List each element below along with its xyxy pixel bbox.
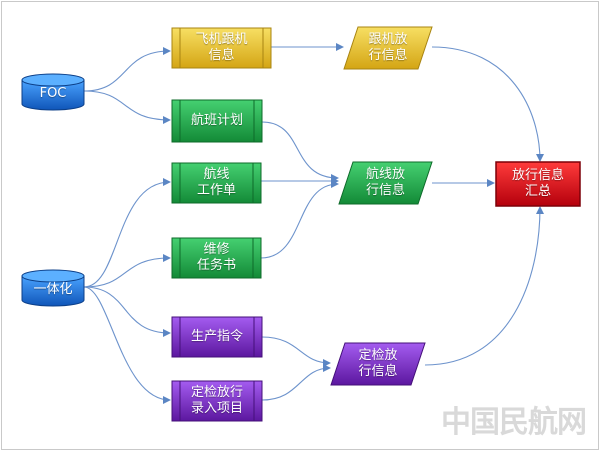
edge-shengchan-dingjianfx <box>261 336 331 367</box>
foc-text: FOC <box>39 86 67 101</box>
hangxian-fangxing-shape <box>338 161 433 205</box>
edge-dingjianlu-dingjianfx <box>261 364 331 401</box>
dingjian-fangxing-label: 定检放 行信息 <box>338 343 418 385</box>
dingjian-fangxing-line1: 定检放 <box>358 348 398 363</box>
dingjian-luru-line1: 定检放行 <box>190 385 243 400</box>
edge-foc-hangban <box>83 90 171 124</box>
dingjian-fangxing-shape <box>330 342 426 386</box>
shengchan-zhiling-line1: 生产指令 <box>190 329 243 344</box>
hangxian-fangxing-label: 航线放 行信息 <box>346 162 425 204</box>
hangxian-gongzuodan-label: 航线 工作单 <box>180 163 253 203</box>
edge-dingjianfx-huizong <box>424 206 544 366</box>
yitihua-text: 一体化 <box>33 282 73 297</box>
genji-fangxing-line1: 跟机放 <box>368 32 408 47</box>
hangban-jihua-label: 航班计划 <box>180 100 254 142</box>
hangban-jihua-line1: 航班计划 <box>190 113 243 128</box>
edge-renwushu-hangxianfx <box>260 180 339 259</box>
dingjian-fangxing-line2: 行信息 <box>358 364 398 379</box>
genji-fangxing-label: 跟机放 行信息 <box>350 27 426 69</box>
genji-fangxing-line2: 行信息 <box>368 48 408 63</box>
edge-yiti-shengchan <box>83 286 171 337</box>
weixiu-renwushu-line2: 任务书 <box>196 258 236 273</box>
hangban-jihua-box <box>171 99 263 143</box>
edge-hangban-hangxianfx <box>261 121 339 182</box>
foc-label: FOC <box>22 82 84 106</box>
edge-foc-feiji <box>83 47 171 92</box>
genji-fangxing-shape <box>343 26 433 70</box>
weixiu-renwushu-line1: 维修 <box>203 242 230 257</box>
shengchan-zhiling-box <box>171 316 263 358</box>
fangxing-huizong-line2: 汇总 <box>524 184 551 199</box>
shengchan-zhiling-label: 生产指令 <box>180 317 254 357</box>
edge-genji-huizong <box>431 46 544 162</box>
yitihua-database-icon <box>21 269 85 307</box>
foc-database-icon <box>21 73 85 111</box>
dingjian-luru-label: 定检放行 录入项目 <box>180 381 254 421</box>
edge-yiti-dingjianlu <box>83 286 171 404</box>
hangxian-gongzuodan-line1: 航线 <box>203 167 230 182</box>
fangxing-huizong-box <box>495 161 581 207</box>
edge-yiti-renwushu <box>83 254 171 288</box>
feiji-genji-line1: 飞机跟机 <box>195 32 248 47</box>
weixiu-renwushu-label: 维修 任务书 <box>180 238 253 278</box>
dingjian-luru-line2: 录入项目 <box>190 401 243 416</box>
feiji-genji-line2: 信息 <box>208 48 235 63</box>
dingjian-luru-box <box>171 380 263 422</box>
feiji-genji-box <box>171 27 272 69</box>
hangxian-fangxing-line1: 航线放 <box>365 167 405 182</box>
weixiu-renwushu-box <box>171 237 262 279</box>
feiji-genji-label: 飞机跟机 信息 <box>180 28 263 68</box>
yitihua-label: 一体化 <box>22 278 84 302</box>
hangxian-fangxing-line2: 行信息 <box>365 183 405 198</box>
watermark-logo: 中国民航网 <box>441 405 587 440</box>
hangxian-gongzuodan-box <box>171 162 262 204</box>
fangxing-huizong-label: 放行信息 汇总 <box>496 162 580 206</box>
hangxian-gongzuodan-line2: 工作单 <box>196 183 236 198</box>
fangxing-huizong-line1: 放行信息 <box>511 168 564 183</box>
edge-yiti-gongzuodan <box>83 178 171 288</box>
